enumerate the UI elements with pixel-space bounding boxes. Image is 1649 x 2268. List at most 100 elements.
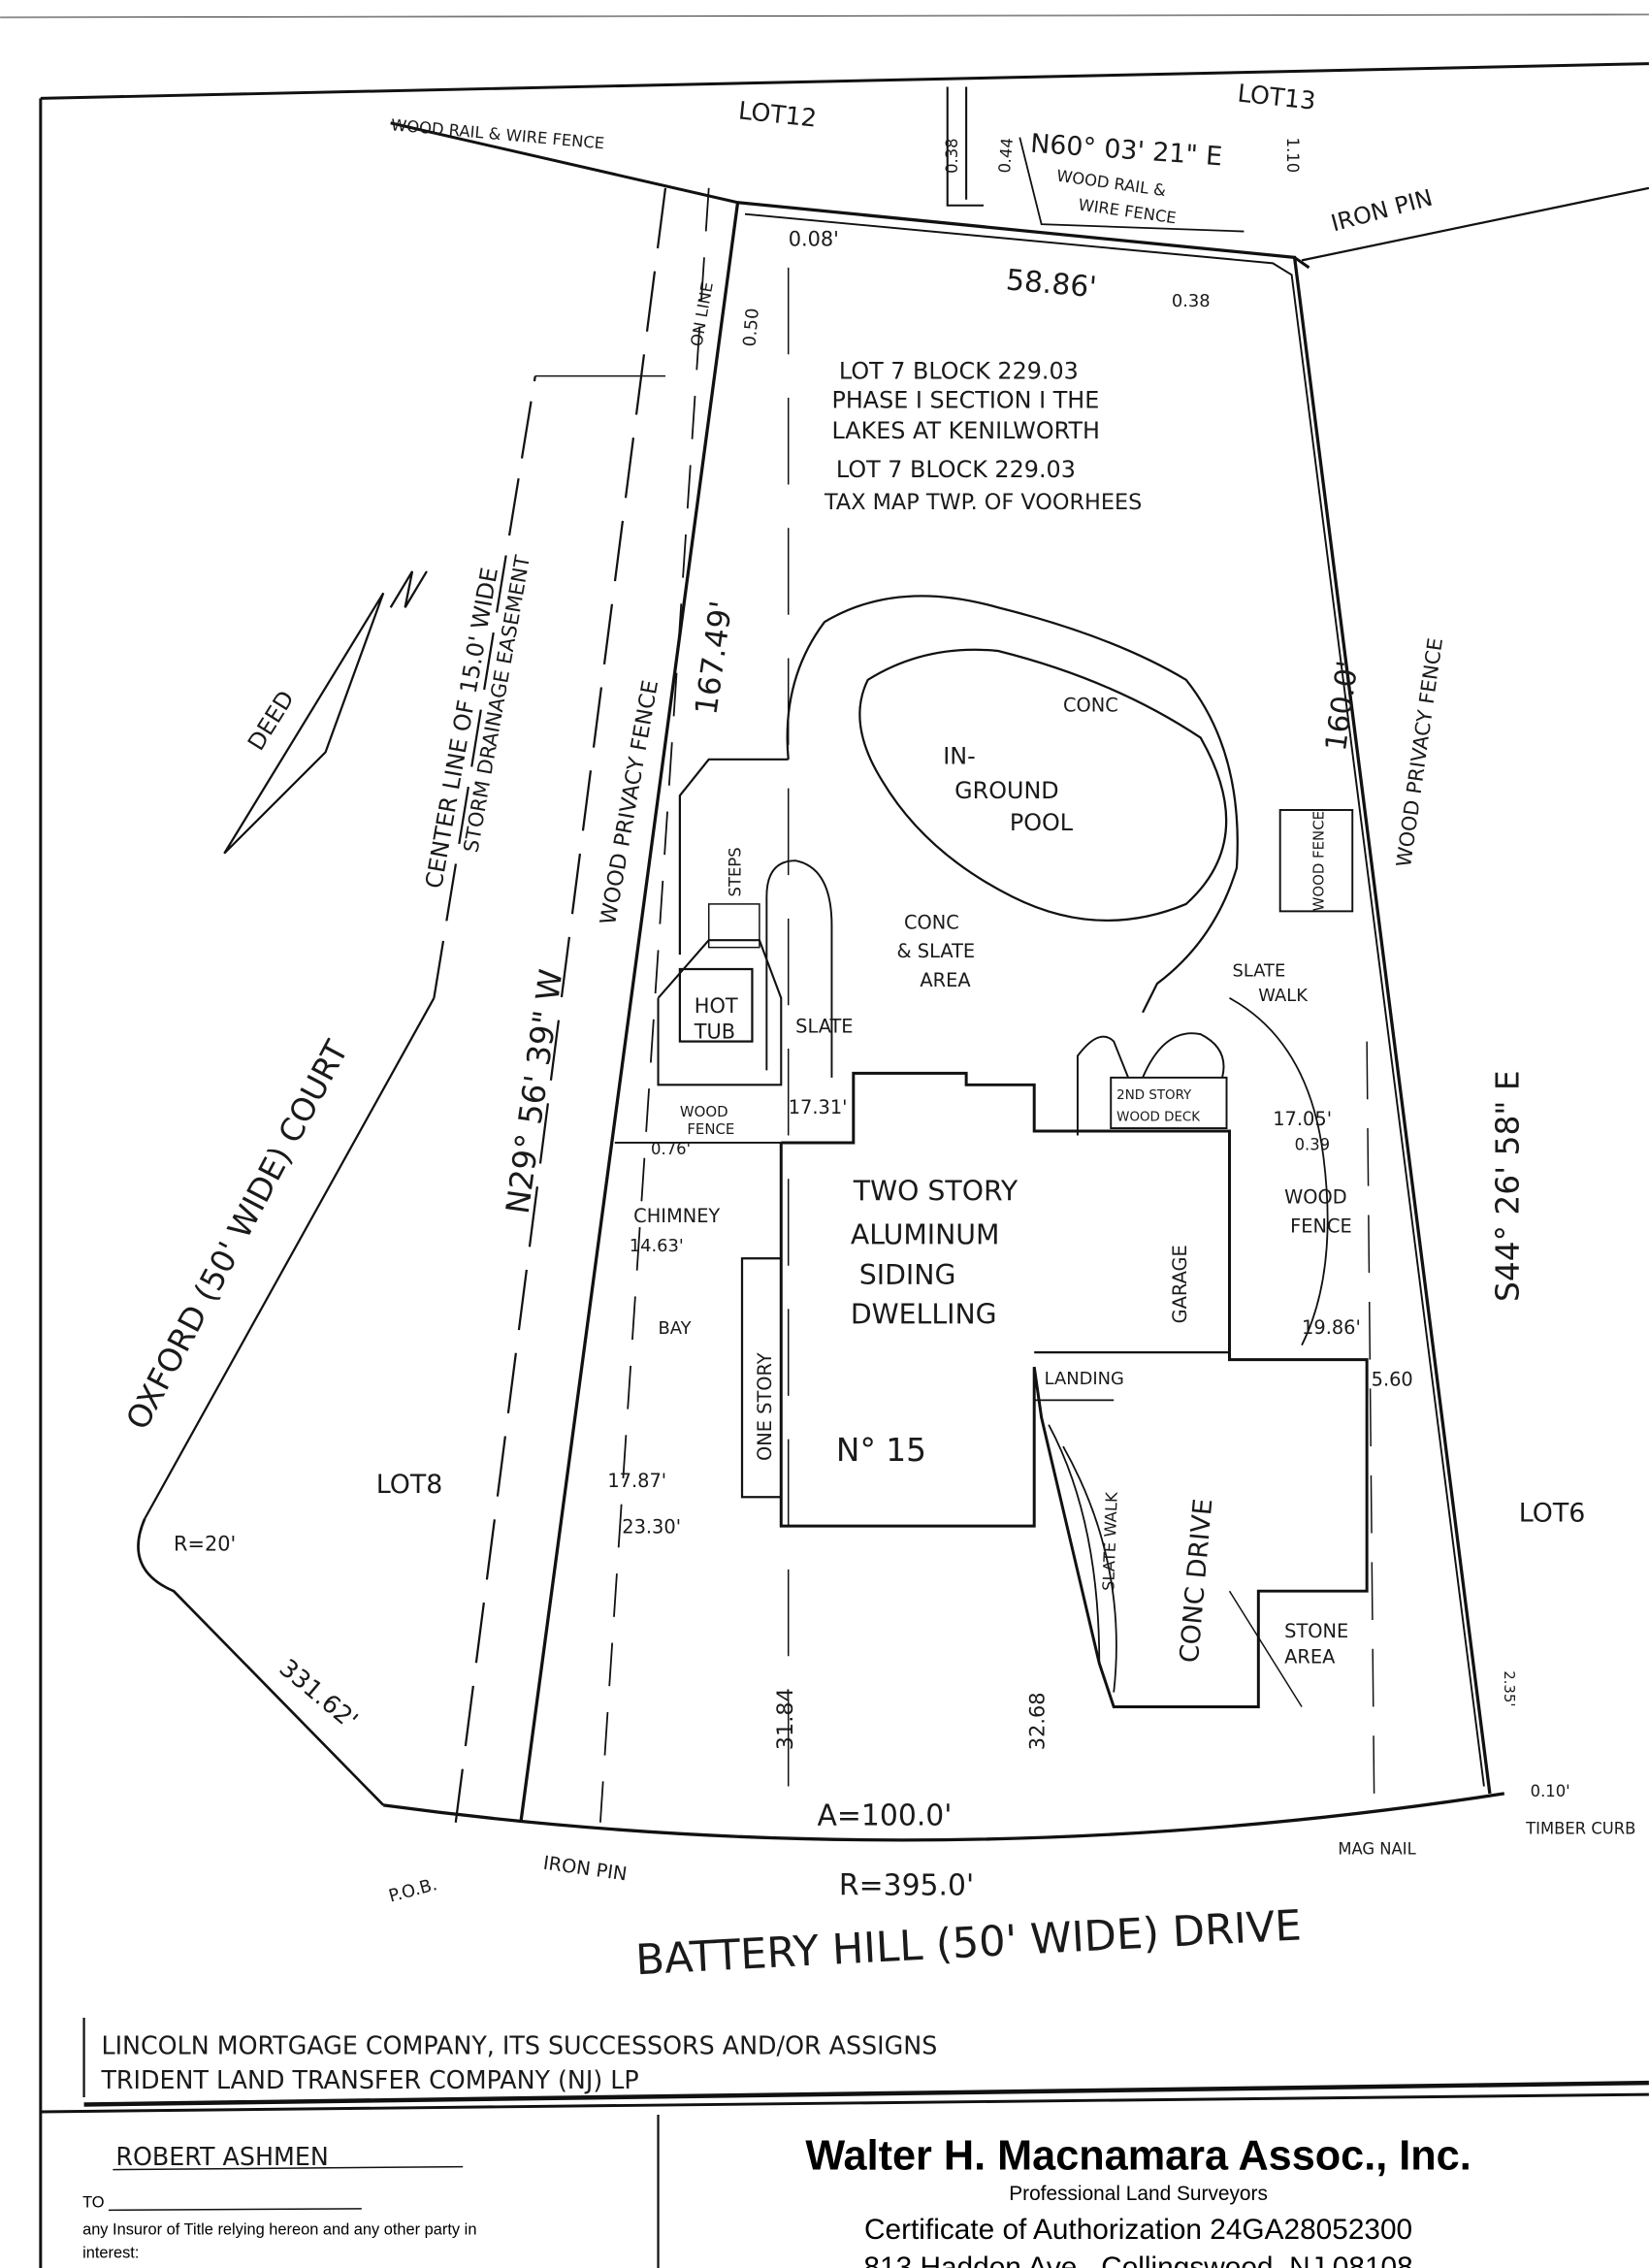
svg-text:0.76': 0.76': [651, 1140, 691, 1158]
svg-text:TRIDENT LAND TRANSFER COMPANY: TRIDENT LAND TRANSFER COMPANY (NJ) LP: [100, 2065, 638, 2094]
svg-text:IN-: IN-: [943, 742, 975, 769]
frame: [0, 14, 1649, 2268]
feature-labels: CONC IN- GROUND POOL STEPS CONC & SLATE …: [633, 695, 1352, 1669]
svg-text:SLATE: SLATE: [795, 1016, 853, 1038]
svg-text:WOOD DECK: WOOD DECK: [1116, 1111, 1201, 1125]
owner-name: ROBERT ASHMEN: [115, 2142, 328, 2171]
lot-boundary: [137, 86, 1649, 1842]
north-distance: 58.86': [1005, 263, 1098, 305]
offset-label: 0.10': [1531, 1782, 1570, 1800]
east-bearing: S44° 26' 58" E: [1490, 1070, 1527, 1302]
svg-text:5.60: 5.60: [1372, 1368, 1413, 1390]
svg-text:LOT 7 BLOCK 229.03: LOT 7 BLOCK 229.03: [836, 456, 1076, 483]
lot-6-label: LOT6: [1519, 1499, 1586, 1529]
svg-text:STEPS: STEPS: [727, 847, 745, 896]
svg-text:TUB: TUB: [694, 1021, 735, 1044]
svg-text:GARAGE: GARAGE: [1169, 1245, 1191, 1323]
iron-pin-label: IRON PIN: [542, 1852, 629, 1886]
svg-text:TAX MAP TWP. OF VOORHEES: TAX MAP TWP. OF VOORHEES: [824, 490, 1142, 515]
iron-pin-label: IRON PIN: [1328, 184, 1436, 238]
west-bearing: N29° 56' 39" W: [500, 967, 570, 1216]
svg-text:Professional Land Surveyors: Professional Land Surveyors: [1009, 2183, 1268, 2205]
offset-label: 0.38: [943, 138, 961, 174]
fence-label: WOOD RAIL &: [1055, 167, 1167, 201]
svg-text:GROUND: GROUND: [954, 777, 1058, 804]
oxford-court-label: OXFORD (50' WIDE) COURT: [119, 1034, 356, 1436]
svg-text:2ND STORY: 2ND STORY: [1116, 1088, 1192, 1103]
svg-text:ALUMINUM: ALUMINUM: [851, 1218, 1000, 1250]
svg-text:& SLATE: & SLATE: [897, 940, 976, 962]
svg-text:32.68: 32.68: [1026, 1692, 1050, 1750]
svg-text:CHIMNEY: CHIMNEY: [633, 1205, 720, 1227]
lot-description: LOT 7 BLOCK 229.03 PHASE I SECTION I THE…: [824, 358, 1142, 515]
svg-text:17.05': 17.05': [1273, 1108, 1332, 1130]
surveyor-name: Walter H. Macnamara Assoc., Inc.: [805, 2133, 1471, 2180]
svg-text:WOOD: WOOD: [680, 1103, 728, 1120]
svg-text:SLATE: SLATE: [1232, 960, 1285, 981]
svg-text:Certificate of Authorization 2: Certificate of Authorization 24GA2805230…: [864, 2214, 1412, 2246]
svg-text:LINCOLN MORTGAGE COMPANY, ITS: LINCOLN MORTGAGE COMPANY, ITS SUCCESSORS…: [101, 2030, 937, 2059]
east-distance: 160.0': [1319, 659, 1366, 754]
certification-block: LINCOLN MORTGAGE COMPANY, ITS SUCCESSORS…: [82, 2030, 937, 2261]
svg-text:19.86': 19.86': [1302, 1316, 1361, 1339]
svg-text:FENCE: FENCE: [687, 1120, 734, 1138]
svg-text:17.31': 17.31': [789, 1096, 848, 1118]
svg-text:SLATE WALK: SLATE WALK: [1099, 1491, 1121, 1592]
offset-label: 2.35': [1501, 1670, 1518, 1706]
svg-text:23.30': 23.30': [622, 1516, 681, 1539]
svg-text:14.63': 14.63': [630, 1236, 684, 1256]
svg-text:POOL: POOL: [1010, 809, 1074, 836]
surveyor-block: Walter H. Macnamara Assoc., Inc. Profess…: [805, 2133, 1471, 2268]
radius-label: R=395.0': [839, 1868, 974, 1902]
svg-text:ONE STORY: ONE STORY: [754, 1352, 776, 1461]
pool: [678, 595, 1239, 1014]
svg-text:TO: TO: [82, 2193, 104, 2211]
fence-label: WIRE FENCE: [1077, 195, 1177, 227]
hot-tub-area: [657, 809, 1354, 1346]
svg-text:PHASE I SECTION I THE: PHASE I SECTION I THE: [831, 386, 1099, 413]
offset-label: 1.10: [1283, 138, 1302, 174]
svg-text:AREA: AREA: [1284, 1646, 1336, 1669]
dimension-labels: 17.31' 17.05' 0.39 0.76' 14.63' 19.86' 5…: [607, 1096, 1412, 1750]
north-arrow-icon: [223, 570, 428, 855]
svg-text:interest:: interest:: [82, 2245, 139, 2262]
offset-label: 0.38: [1172, 291, 1211, 311]
west-distance: 167.49': [689, 599, 739, 717]
svg-text:813 Haddon Ave., Collingswood,: 813 Haddon Ave., Collingswood, NJ 08108: [863, 2252, 1412, 2268]
svg-text:LOT 7 BLOCK 229.03: LOT 7 BLOCK 229.03: [839, 358, 1079, 385]
svg-text:WOOD: WOOD: [1284, 1186, 1347, 1209]
arc-length-label: 331.62': [275, 1653, 365, 1734]
timber-curb-label: TIMBER CURB: [1525, 1820, 1635, 1838]
battery-hill-drive-label: BATTERY HILL (50' WIDE) DRIVE: [634, 1901, 1303, 1985]
dwelling: [614, 1071, 1369, 1708]
svg-text:WALK: WALK: [1258, 986, 1309, 1006]
offset-label: 0.08': [789, 227, 839, 250]
svg-text:CONC: CONC: [1063, 695, 1118, 717]
svg-text:LANDING: LANDING: [1045, 1369, 1124, 1389]
svg-text:17.87': 17.87': [607, 1470, 666, 1492]
offset-label: 0.44: [995, 137, 1017, 174]
svg-text:31.84: 31.84: [773, 1688, 798, 1750]
svg-text:any Insuror of Title relying h: any Insuror of Title relying hereon and …: [82, 2221, 476, 2239]
wood-privacy-fence-label: WOOD PRIVACY FENCE: [1392, 636, 1447, 868]
svg-text:TWO STORY: TWO STORY: [853, 1176, 1018, 1208]
arc-label: A=100.0': [818, 1799, 953, 1833]
svg-text:FENCE: FENCE: [1290, 1215, 1352, 1237]
svg-text:WOOD FENCE: WOOD FENCE: [1310, 811, 1327, 911]
mag-nail-label: MAG NAIL: [1338, 1840, 1416, 1859]
on-line-label: ON LINE: [687, 280, 716, 347]
svg-text:HOT: HOT: [695, 994, 738, 1018]
house-number: N° 15: [836, 1432, 926, 1469]
svg-text:0.39: 0.39: [1295, 1135, 1331, 1153]
radius-label: R=20': [174, 1532, 236, 1555]
svg-text:CONC DRIVE: CONC DRIVE: [1175, 1498, 1219, 1665]
svg-text:SIDING: SIDING: [859, 1259, 956, 1291]
lot-8-label: LOT8: [376, 1470, 443, 1500]
svg-text:LAKES AT KENILWORTH: LAKES AT KENILWORTH: [831, 417, 1099, 444]
svg-text:CONC: CONC: [904, 911, 959, 933]
svg-text:AREA: AREA: [920, 969, 971, 991]
svg-text:STONE: STONE: [1284, 1620, 1348, 1642]
offset-label: 0.50: [739, 308, 762, 347]
svg-text:DWELLING: DWELLING: [851, 1298, 997, 1330]
